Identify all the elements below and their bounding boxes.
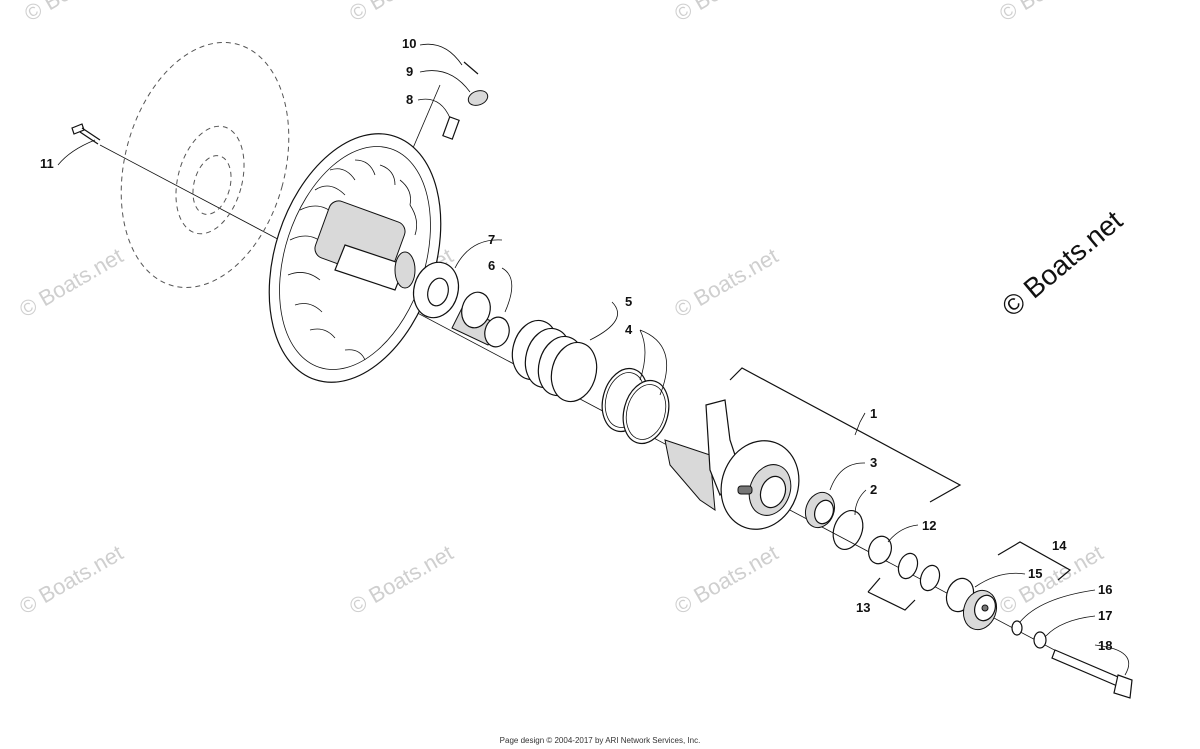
callout-7: 7 <box>488 232 495 247</box>
watermark-text: © Boats.net <box>670 0 782 26</box>
part-5-spring <box>511 319 598 403</box>
part-16-washer <box>1011 620 1023 636</box>
part-18-bolt <box>1051 649 1133 699</box>
callout-15: 15 <box>1028 566 1042 581</box>
callout-2: 2 <box>870 482 877 497</box>
movable-sheave <box>268 133 442 383</box>
callout-11: 11 <box>40 156 54 171</box>
part-13-rings <box>897 552 941 592</box>
outer-sheave <box>120 41 290 289</box>
part-17-washer <box>1033 631 1047 649</box>
callout-5: 5 <box>625 294 632 309</box>
watermark-text: © Boats.net <box>995 0 1107 26</box>
watermark-text: © Boats.net <box>345 0 457 26</box>
part-9-roller <box>467 90 489 106</box>
page-footer: Page design © 2004-2017 by ARI Network S… <box>499 736 701 745</box>
callout-labels: 10 9 8 11 7 6 5 4 1 3 2 12 13 14 15 16 1… <box>40 36 1112 653</box>
part-1-housing <box>664 399 800 530</box>
callout-14: 14 <box>1052 538 1067 553</box>
part-4-rings <box>601 367 670 445</box>
watermark-text: © Boats.net <box>670 243 782 322</box>
watermark-text: © Boats.net <box>15 540 127 619</box>
watermark-text: © Boats.net <box>20 0 132 26</box>
leader-lines <box>57 43 1130 676</box>
watermark-text: © Boats.net <box>15 243 127 322</box>
part-14-assembly <box>962 589 998 631</box>
part-8-pin <box>442 116 460 140</box>
callout-3: 3 <box>870 455 877 470</box>
part-11-bolt <box>71 123 101 145</box>
part-10-pin <box>463 61 479 75</box>
watermark-text: © Boats.net <box>670 540 782 619</box>
callout-8: 8 <box>406 92 413 107</box>
part-6-bushing <box>451 291 510 348</box>
callout-1: 1 <box>870 406 877 421</box>
watermark-text: © Boats.net <box>345 540 457 619</box>
callout-12: 12 <box>922 518 936 533</box>
part-7-washer <box>412 261 460 319</box>
callout-16: 16 <box>1098 582 1112 597</box>
callout-9: 9 <box>406 64 413 79</box>
brand-mark: © Boats.net <box>996 204 1128 322</box>
callout-17: 17 <box>1098 608 1112 623</box>
part-3-bushing <box>804 491 836 529</box>
callout-18: 18 <box>1098 638 1112 653</box>
callout-6: 6 <box>488 258 495 273</box>
brackets <box>729 367 1072 611</box>
watermarks: © Boats.net © Boats.net © Boats.net © Bo… <box>15 0 1107 619</box>
callout-13: 13 <box>856 600 870 615</box>
callout-4: 4 <box>625 322 633 337</box>
part-12-ring <box>868 535 892 565</box>
callout-10: 10 <box>402 36 416 51</box>
